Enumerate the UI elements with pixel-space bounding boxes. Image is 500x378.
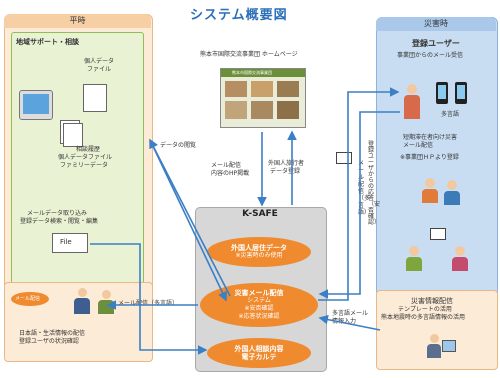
registered-user-title: 登録ユーザー (412, 39, 460, 48)
mail-badge (11, 292, 49, 306)
community-support-title: 地域サポート・相談 (16, 38, 79, 46)
disaster-info-title: 災害情報配信 (411, 297, 453, 305)
traveler-line2: データ登録 (270, 168, 301, 175)
smartphone-icon (436, 82, 448, 104)
homepage-screenshot (220, 68, 306, 128)
consult-history-line2: 個人データファイル (58, 154, 113, 161)
kumamoto-info-text: 熊本地震時の多言語情報の活用 (381, 314, 466, 321)
staff-person-icon (72, 288, 92, 316)
consult-history-line1: 相談履歴 (76, 146, 101, 153)
mail-from-org-text: 事業団からのメール受信 (397, 52, 464, 59)
disaster-header: 災害時 (376, 17, 496, 31)
ksafe-title: K-SAFE (242, 209, 278, 219)
user-reply-vertical-label: 登録ユーザからの応答（安否確認） (368, 141, 381, 226)
homepage-screen-title: 熊本市国際交流事業団 (232, 70, 272, 75)
envelope-icon (430, 228, 446, 240)
operator-pc-icon (426, 334, 456, 360)
document-icon (83, 84, 107, 112)
peacetime-header: 平時 (4, 14, 151, 28)
disaster-mail-safety: ※安否確認 (244, 305, 274, 312)
disaster-mail-response: ※応答状況確認 (238, 313, 280, 320)
multilingual-label: 多言語 (441, 111, 460, 118)
disaster-panel (376, 17, 498, 297)
data-browse-label: データの閲覧 (160, 142, 197, 149)
traveler-person-icon (420, 178, 440, 204)
short-stay-line2: メール配信 (403, 142, 434, 149)
hp-post-line1: メール配信 (211, 162, 242, 169)
traveler-person-icon-2 (442, 180, 462, 206)
residence-data-title: 外国人居住データ (231, 244, 287, 252)
file-icon (52, 233, 88, 253)
diagram-title: システム概要図 (190, 8, 288, 23)
mail-import-line1: メールデータ取り込み (27, 210, 88, 217)
template-use-text: テンプレートの活用 (398, 306, 452, 313)
short-stay-line1: 短期滞在者向け災害 (403, 134, 458, 141)
disaster-mail-ellipse: 災害メール配信 システム ※安否確認 ※応答状況確認 (200, 283, 318, 327)
disaster-mail-system: システム (247, 297, 271, 304)
personal-data-line2: ファイル (87, 66, 112, 73)
file-label: File (60, 238, 72, 246)
consult-chart-title: 外国人相談内容 (234, 345, 284, 353)
mail-multilingual-label: メール配信（多言語） (118, 300, 179, 307)
smartphone-icon-2 (455, 82, 467, 104)
residence-data-note: ※災害時のみ使用 (235, 252, 283, 259)
hp-post-line2: 内容のHP掲載 (211, 170, 250, 177)
user-status-text: 登録ユーザの状況確認 (19, 338, 79, 345)
personal-data-line1: 個人データ (84, 58, 115, 65)
user-person-icon (402, 84, 422, 120)
traveler-line1: 外国人旅行者 (268, 160, 305, 167)
consult-history-line3: ファミリーデータ (60, 162, 109, 169)
mail-badge-label: メール配信 (15, 296, 41, 302)
consult-chart-subtitle: 電子カルテ (241, 353, 277, 361)
consult-chart-ellipse: 外国人相談内容 電子カルテ (207, 338, 311, 368)
multilingual-input-line1: 多言語メール (332, 310, 369, 317)
traveler-person-icon-4 (450, 246, 470, 272)
homepage-label: 熊本市国際交流事業団 ホームページ (200, 51, 298, 58)
mail-delivery-vertical-label: メール配信（多言語） (358, 160, 371, 216)
mail-import-line2: 登録データ検索・閲覧・編集 (20, 218, 99, 225)
disaster-mail-title: 災害メール配信 (234, 289, 284, 297)
files-stack-icon-2 (63, 123, 83, 147)
tablet-icon (19, 90, 53, 120)
traveler-person-icon-3 (404, 246, 424, 272)
japanese-info-text: 日本語・生活情報の配信 (19, 330, 86, 337)
short-stay-line3: ※事業団ＨＰより登録 (400, 154, 459, 161)
residence-data-ellipse: 外国人居住データ ※災害時のみ使用 (207, 237, 311, 267)
multilingual-input-line2: 情報入力 (332, 318, 357, 325)
